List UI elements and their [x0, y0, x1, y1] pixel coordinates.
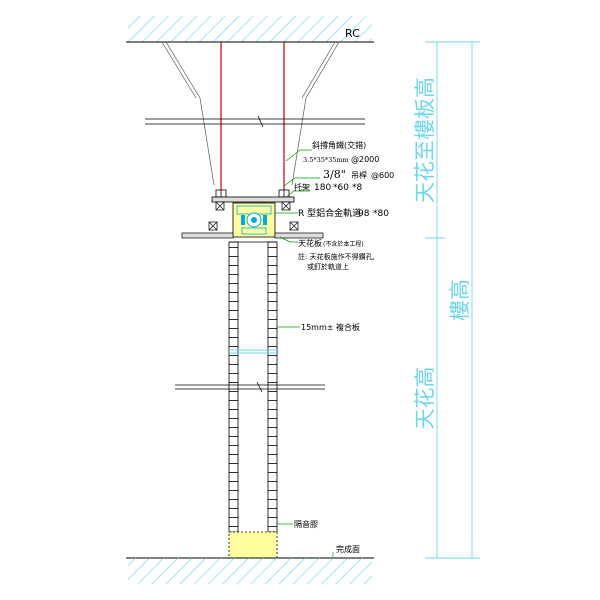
bracket-spec: *60	[333, 183, 349, 193]
ceiling-board-note: (不含於本工程)	[323, 240, 364, 248]
track-spec: *80	[373, 209, 389, 219]
annotations: 斜撐角鐵(交錯) 3.5*35*35mm @2000 3/8" 吊桿 @600 …	[294, 140, 394, 554]
ceiling-note-line1: 註: 天花板施作不得鑽孔,	[298, 252, 375, 261]
middle-break-line	[175, 381, 325, 393]
ceiling-note-line2: 或釘於軌道上	[307, 262, 349, 271]
ceiling-board-label: 天花板	[298, 238, 322, 248]
track-label: R 型鋁合金軌道	[298, 207, 361, 219]
brace-size: 3.5*35*35mm	[303, 156, 349, 164]
upper-beam-line	[145, 115, 365, 128]
panel-label: 15mm± 複合板	[301, 322, 360, 332]
rod-size: 3/8"	[323, 168, 346, 181]
rod-label: 吊桿	[351, 170, 367, 180]
diagonal-braces	[161, 41, 340, 186]
dim-ceiling-height: 天花高	[413, 367, 437, 430]
bracket-size: 180	[314, 183, 331, 193]
seal-label: 隔音膠	[294, 519, 318, 529]
rod-spacing: @600	[371, 171, 394, 180]
dim-ceiling-to-slab: 天花至樓板高	[413, 77, 437, 203]
dimension-lines	[425, 41, 480, 559]
aluminum-track	[232, 202, 276, 238]
bracket-thk: *8	[352, 183, 363, 193]
slab-label: RC	[345, 27, 360, 40]
bracket-label: 托架	[294, 182, 310, 192]
floor-slab	[126, 557, 374, 584]
ceiling-slab	[126, 16, 374, 43]
brace-label: 斜撐角鐵(交錯)	[312, 140, 366, 150]
dim-floor-height: 樓高	[448, 279, 472, 321]
ceiling-board	[181, 221, 324, 239]
support-bracket	[211, 196, 295, 211]
partition-panel	[228, 241, 278, 533]
rod-nuts	[215, 189, 290, 198]
brace-spacing: @2000	[351, 155, 379, 164]
track-size: 98	[358, 209, 370, 219]
hanger-rods	[220, 42, 285, 195]
finish-floor-label: 完成面	[336, 544, 360, 554]
acoustic-seal	[228, 531, 278, 559]
leader-lines	[275, 149, 334, 558]
